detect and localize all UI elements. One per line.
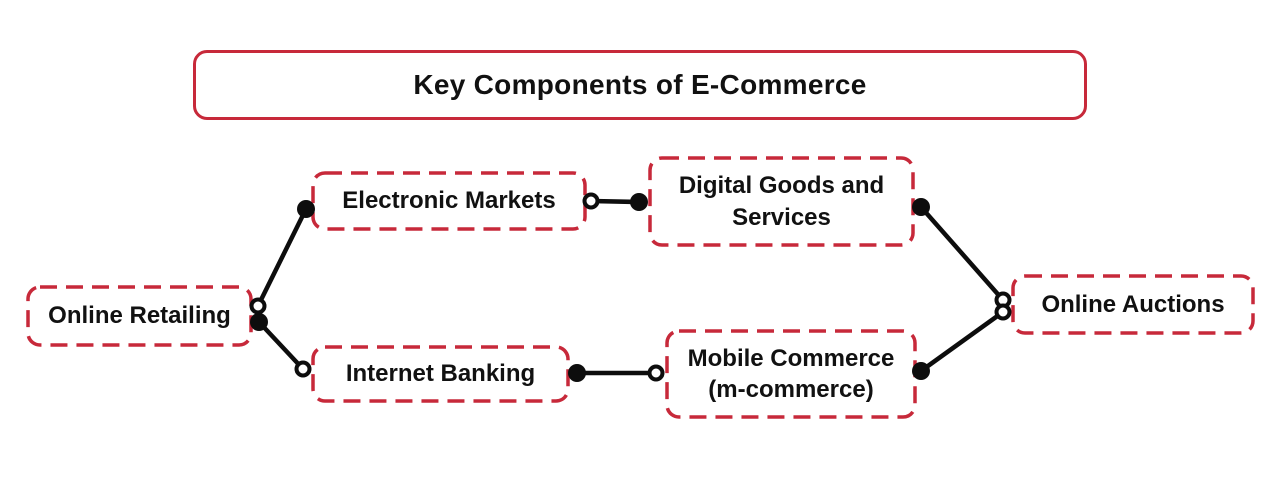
node-digital-goods-label: Digital Goods and Services — [678, 172, 885, 231]
filled-dot-internet-banking — [568, 364, 586, 382]
hollow-dot-mobile-commerce — [647, 364, 665, 382]
hollow-dot-internet-banking — [294, 360, 312, 378]
node-internet-banking: Internet Banking — [313, 347, 568, 401]
filled-dot-digital-goods-left — [630, 193, 648, 211]
node-mobile-commerce-label: Mobile Commerce (m-commerce) — [687, 344, 895, 403]
edge-retailing-markets — [255, 206, 309, 309]
node-electronic-markets: Electronic Markets — [313, 173, 585, 229]
diagram-title: Key Components of E-Commerce — [413, 69, 867, 100]
node-online-retailing-label: Online Retailing — [48, 302, 231, 330]
edge-digital-auctions — [918, 204, 1006, 303]
edge-retailing-banking — [256, 319, 306, 372]
node-mobile-commerce: Mobile Commerce (m-commerce) — [667, 331, 915, 417]
hollow-dot-online-retailing — [249, 297, 267, 315]
hollow-dot-electronic-markets — [582, 192, 600, 210]
diagram-title-box: Key Components of E-Commerce — [193, 50, 1087, 120]
hollow-dot-online-auctions-top — [994, 291, 1012, 309]
node-internet-banking-label: Internet Banking — [345, 360, 536, 388]
node-online-auctions-label: Online Auctions — [1041, 290, 1225, 318]
node-electronic-markets-label: Electronic Markets — [342, 187, 556, 215]
node-digital-goods: Digital Goods and Services — [650, 158, 913, 245]
filled-dot-online-retailing — [250, 313, 268, 331]
edge-mobile-auctions — [918, 309, 1006, 374]
node-online-auctions: Online Auctions — [1013, 276, 1253, 333]
node-online-retailing: Online Retailing — [28, 287, 251, 345]
filled-dot-digital-goods-right — [912, 198, 930, 216]
hollow-dot-online-auctions-bottom — [994, 303, 1012, 321]
edge-markets-digital — [588, 198, 642, 205]
